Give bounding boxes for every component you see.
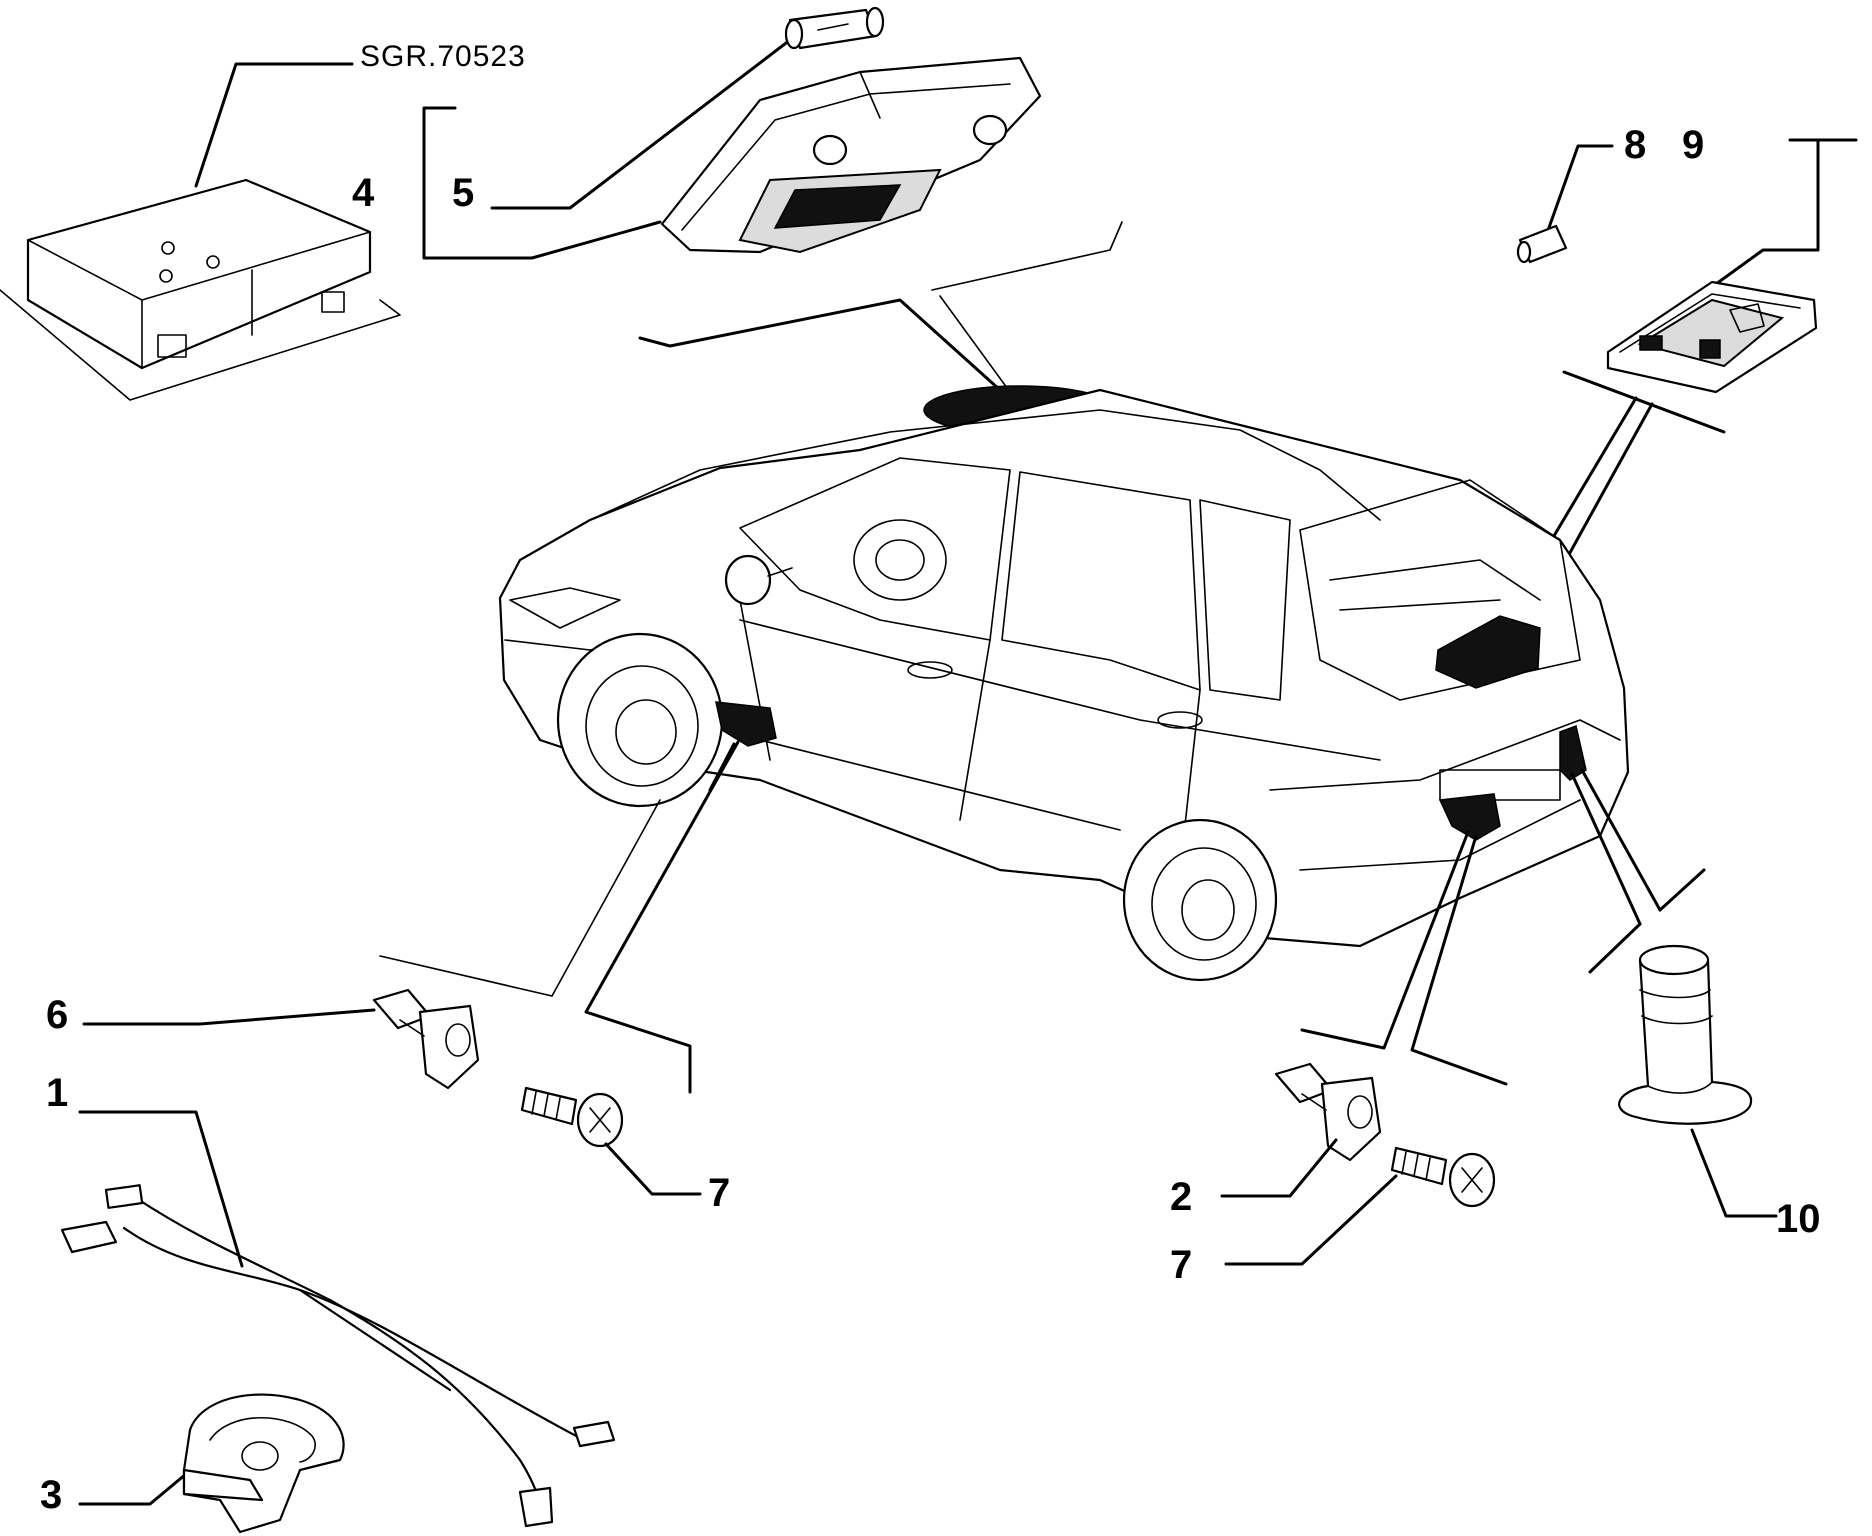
leader-front-door bbox=[584, 740, 740, 1094]
screw-right bbox=[1390, 1146, 1496, 1208]
leader-2 bbox=[1220, 1138, 1338, 1198]
leader-6 bbox=[82, 1008, 376, 1026]
harness-clip bbox=[182, 1393, 345, 1534]
leader-10 bbox=[1690, 1128, 1778, 1218]
luggage-lamp-location bbox=[1435, 615, 1541, 689]
control-unit-box bbox=[0, 178, 401, 401]
leader-8 bbox=[1544, 144, 1614, 238]
front-door-switch-location bbox=[715, 701, 777, 747]
leader-5 bbox=[490, 38, 792, 210]
front-ceiling-lamp bbox=[660, 56, 1042, 254]
wiring-harness bbox=[60, 1184, 616, 1528]
callout-1: 1 bbox=[46, 1071, 68, 1115]
bulb-icon bbox=[784, 6, 885, 50]
callout-5: 5 bbox=[452, 171, 474, 215]
door-switch-front bbox=[372, 988, 480, 1090]
callout-7-right: 7 bbox=[1170, 1243, 1192, 1287]
bulb-small-icon bbox=[1516, 224, 1568, 264]
rear-wheel bbox=[1122, 818, 1278, 982]
leader-7-right bbox=[1224, 1174, 1398, 1266]
leader-3 bbox=[78, 1472, 188, 1506]
leader-reference bbox=[194, 62, 354, 188]
callout-9: 9 bbox=[1682, 123, 1704, 167]
car-illustration bbox=[498, 385, 1630, 982]
callout-10: 10 bbox=[1776, 1197, 1821, 1241]
leader-roof-a bbox=[638, 298, 1002, 392]
bracket-4 bbox=[422, 106, 662, 260]
rear-door-switch-location bbox=[1438, 793, 1501, 841]
leader-7-left bbox=[604, 1142, 702, 1196]
door-switch-rear bbox=[1274, 1062, 1382, 1162]
callout-6: 6 bbox=[46, 993, 68, 1037]
screw-left bbox=[520, 1086, 624, 1148]
leader-roof-b bbox=[931, 221, 1123, 291]
tailgate-switch-location bbox=[1559, 724, 1587, 781]
callout-4: 4 bbox=[352, 171, 375, 215]
callout-2: 2 bbox=[1170, 1175, 1192, 1219]
leader-tailgate-b bbox=[1580, 768, 1662, 912]
callout-8: 8 bbox=[1624, 123, 1646, 167]
callout-3: 3 bbox=[40, 1473, 62, 1517]
callout-7-left: 7 bbox=[708, 1171, 730, 1215]
reference-code: SGR.70523 bbox=[360, 40, 526, 73]
leader-1 bbox=[78, 1110, 244, 1268]
tailgate-switch bbox=[1618, 944, 1753, 1125]
bracket-9 bbox=[1714, 138, 1820, 286]
leader-tailgate-a bbox=[1570, 772, 1642, 926]
luggage-lamp bbox=[1606, 280, 1818, 394]
leader-rear-door bbox=[1300, 830, 1470, 1050]
leader-luggage-tick bbox=[1562, 370, 1726, 434]
